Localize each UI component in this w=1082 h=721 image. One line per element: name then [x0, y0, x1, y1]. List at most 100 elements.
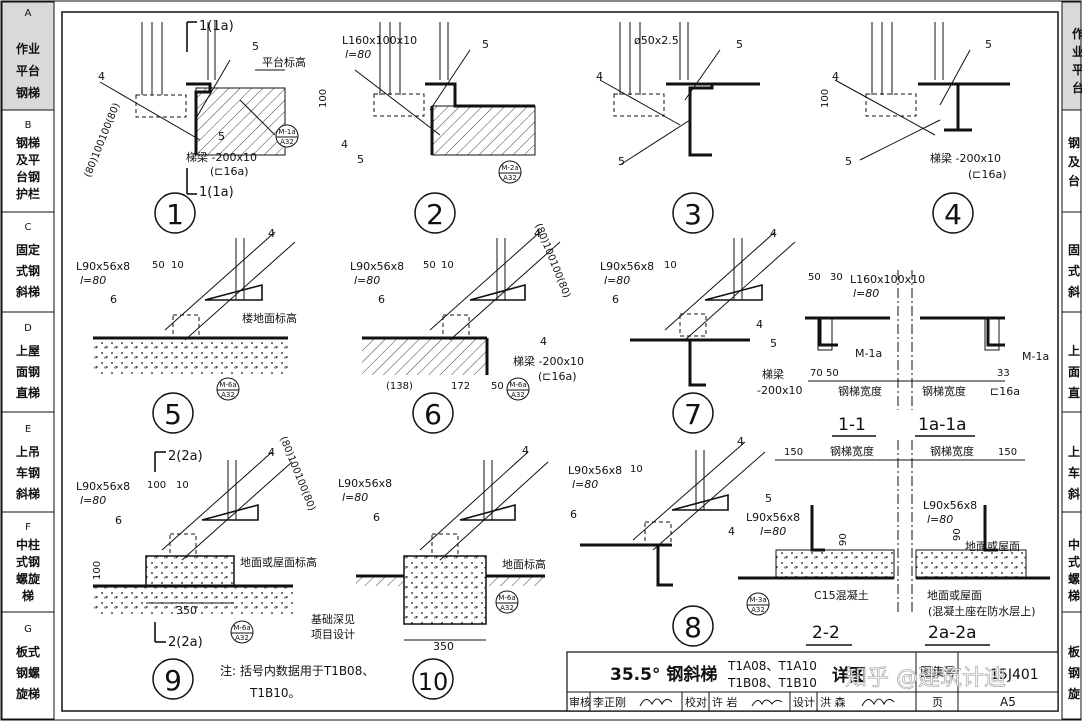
tab-d[interactable]	[1, 311, 55, 413]
length-label: l=80	[853, 287, 879, 300]
stringer-line	[164, 231, 276, 331]
weld-4: 4	[534, 227, 541, 240]
stringer-dashed	[865, 93, 917, 117]
right-tab-line: 螺	[1068, 571, 1080, 586]
section-2-2: 150 钢梯宽度 钢梯宽度 150 5 L90x56x8 l=80 L90x56…	[738, 440, 1050, 646]
channel-support	[580, 543, 673, 587]
channel-label: ⊏16a	[990, 385, 1020, 398]
drawing-frame	[61, 11, 1059, 712]
length-label: l=80	[80, 274, 106, 287]
weld-4: 4	[832, 70, 839, 83]
tab-a-letter: A	[25, 8, 32, 19]
detail-number: 5	[164, 398, 182, 431]
weld-6: 6	[570, 508, 577, 521]
tab-g-letter: G	[24, 624, 32, 635]
detail-number-circle	[412, 392, 454, 434]
angle-profile-right	[920, 316, 1005, 347]
beam-size: -200x10	[757, 384, 802, 397]
tab-a-line: 作业	[16, 41, 40, 56]
stringer-line	[439, 461, 549, 561]
tab-g-line: 板式	[16, 644, 40, 659]
right-tab-line: 直	[1068, 385, 1080, 400]
weld-5: 5	[618, 155, 625, 168]
detail-number: 6	[424, 398, 442, 431]
angle-label: L90x56x8	[568, 464, 622, 477]
stringer-line	[184, 241, 296, 341]
foundation-note: 基础深见	[311, 613, 355, 626]
dim-138: (138)	[386, 381, 413, 392]
plate	[817, 317, 833, 351]
tab-c[interactable]	[1, 211, 55, 313]
section-title: 1a-1a	[918, 415, 967, 435]
channel-section	[666, 82, 714, 157]
tab-a-line: 平台	[16, 63, 40, 78]
leader	[194, 59, 231, 121]
right-tab-line: 钢	[1068, 135, 1080, 150]
right-tab-line: 式	[1068, 554, 1080, 569]
tab-e-line: 上吊	[16, 444, 40, 459]
beam-annotation-2: (⊏16a)	[210, 165, 249, 178]
floor-level-label: 地面或屋面标高	[240, 555, 317, 569]
base-plate	[431, 533, 459, 557]
tab-f-line: 中柱	[16, 537, 40, 552]
stair-tread	[204, 283, 263, 301]
concrete-block	[775, 549, 895, 579]
drawing-title: 35.5° 钢斜梯	[610, 664, 717, 685]
weld-6: 6	[110, 293, 117, 306]
right-tab-line: 台	[1072, 80, 1082, 95]
ref-bottom: A32	[500, 604, 514, 612]
stringer-line	[684, 241, 796, 341]
check-label: 校对	[685, 695, 707, 709]
detail-ref-bubble	[498, 160, 522, 184]
tab-b-letter: B	[25, 120, 32, 131]
tab-e-letter: E	[25, 424, 31, 435]
detail-ref-bubble	[275, 124, 299, 148]
stair-tread	[459, 503, 516, 521]
ground-hatch	[486, 576, 545, 586]
weld-5: 5	[770, 337, 777, 350]
section-label-top: 2(2a)	[168, 449, 203, 464]
concrete-slab	[195, 87, 286, 156]
detail-number-circle	[412, 658, 454, 700]
drawing-kind: 详图	[832, 665, 866, 686]
dim-150b: 150	[998, 447, 1017, 458]
tab-b-line: 钢梯	[16, 135, 40, 150]
weld-4: 4	[98, 70, 105, 83]
tab-a[interactable]	[1, 1, 55, 111]
right-tab-line: 上	[1068, 343, 1080, 358]
stringer-line	[429, 231, 541, 331]
ref-top: M-1a	[278, 128, 295, 136]
tab-e[interactable]	[1, 411, 55, 513]
right-tab-line: 台	[1068, 173, 1080, 188]
weld-5: 5	[845, 155, 852, 168]
length-label-2: l=80	[927, 513, 953, 526]
detail-number: 1	[166, 198, 184, 231]
right-tab-line: 斜	[1067, 284, 1080, 299]
angle-label: L90x56x8	[76, 260, 130, 273]
review-label: 审核	[569, 695, 591, 709]
detail-number: 2	[426, 198, 444, 231]
stringer-dashed	[613, 93, 665, 117]
length-label: l=80	[572, 478, 598, 491]
right-tab-line: 旋	[1067, 686, 1081, 701]
dim-50: 50	[152, 260, 165, 271]
tab-f[interactable]	[1, 511, 55, 613]
detail-ref-bubble	[230, 620, 254, 644]
weld-4: 4	[737, 435, 744, 448]
weld-5: 5	[985, 38, 992, 51]
concrete-slab	[362, 338, 487, 375]
tab-g[interactable]	[1, 611, 55, 720]
ref-bottom: A32	[221, 391, 235, 399]
ground-fill	[93, 586, 293, 614]
weld-5: 5	[736, 38, 743, 51]
angle-label-2: L90x56x8	[923, 499, 977, 512]
ground-level-label: 地面标高	[502, 557, 546, 571]
title-block: 35.5° 钢斜梯 T1A08、T1A10 T1B08、T1B10 详图 图集号…	[566, 651, 1059, 712]
tab-d-letter: D	[24, 323, 32, 334]
page-number: A5	[1000, 695, 1016, 709]
tab-f-letter: F	[25, 522, 31, 533]
detail-3: ø50x2.5 4 5 5 3	[596, 22, 760, 234]
detail-number: 4	[944, 198, 962, 231]
right-tab-g[interactable]	[1061, 611, 1082, 720]
